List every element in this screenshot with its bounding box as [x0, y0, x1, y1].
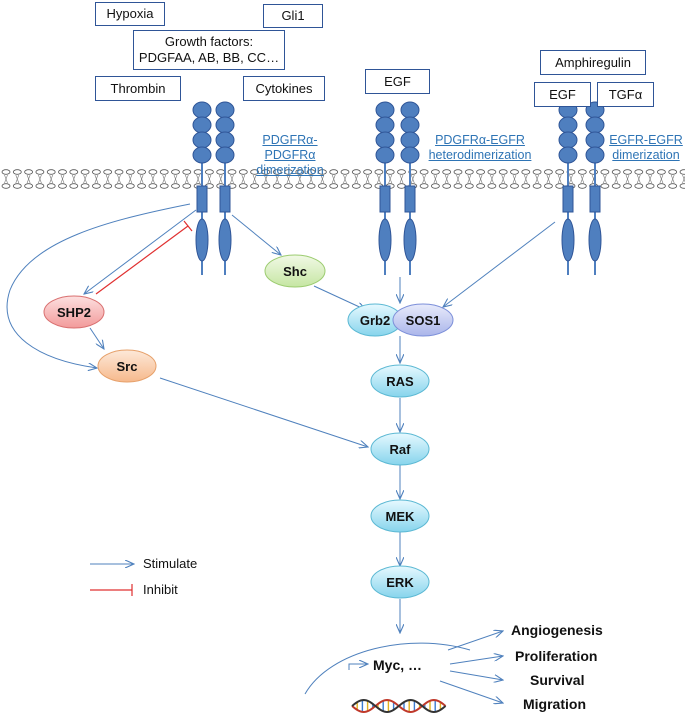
raf-node-shape — [370, 432, 430, 466]
erk-node-shape — [370, 565, 430, 599]
hetero-dimer-line2: heterodimerization — [428, 148, 532, 162]
sos1-label: SOS1 — [405, 312, 441, 328]
shp2-node-shape — [43, 295, 105, 329]
outcome-migration: Migration — [523, 696, 586, 712]
outcome-angiogenesis: Angiogenesis — [511, 622, 603, 638]
hypoxia-box: Hypoxia — [95, 2, 165, 26]
pdgfr-dimerization-link[interactable]: PDGFRα-PDGFRα dimerization — [238, 133, 342, 178]
arrow-pdgfr-shp2 — [84, 209, 197, 294]
gli1-label: Gli1 — [281, 8, 305, 23]
shc-node-shape — [264, 254, 326, 288]
growth-factors-line2: PDGFAA, AB, BB, CC… — [138, 50, 280, 65]
src-node-shape — [97, 349, 157, 383]
arrow-proliferation — [449, 656, 503, 665]
outcome-survival: Survival — [530, 672, 585, 688]
arrow-survival — [449, 670, 503, 680]
arrow-src-raf — [159, 377, 368, 447]
grb2-node: Grb2 — [348, 304, 402, 336]
egfr-dimer-line2: dimerization — [612, 148, 680, 162]
growth-factors-box: Growth factors: PDGFAA, AB, BB, CC… — [133, 30, 285, 70]
shp2-label: SHP2 — [57, 304, 91, 320]
inhibit-bar — [183, 220, 193, 232]
ras-node-shape — [370, 364, 430, 398]
hetero-dimerization-link[interactable]: PDGFRα-EGFR heterodimerization — [421, 133, 539, 163]
mek-node-shape — [370, 499, 430, 533]
arrow-egfr-sos1 — [443, 221, 556, 307]
egfr-dimer-line1: EGFR-EGFR — [609, 133, 683, 147]
dna-icon — [351, 698, 447, 714]
growth-factors-line1: Growth factors: — [164, 34, 254, 49]
cytokines-label: Cytokines — [255, 80, 313, 96]
stimulate-arrows — [6, 203, 556, 703]
arrow-pdgfr-shc — [231, 214, 281, 255]
egf-right-box: EGF — [534, 82, 591, 107]
outcome-proliferation: Proliferation — [515, 648, 598, 664]
arrow-pdgfr-src — [6, 203, 191, 368]
cytokines-box: Cytokines — [243, 76, 325, 101]
inhibit-shp2-pdgfr — [95, 225, 189, 295]
src-label: Src — [116, 358, 138, 374]
shp2-node: SHP2 — [44, 296, 104, 328]
mek-label: MEK — [385, 508, 415, 524]
arrow-migration — [439, 680, 503, 703]
egf-right-label: EGF — [549, 86, 576, 102]
inhibit-marks — [90, 220, 193, 596]
tgfa-box: TGFα — [597, 82, 654, 107]
thrombin-box: Thrombin — [95, 76, 181, 101]
pdgfr-dimer-line1: PDGFRα-PDGFRα — [262, 133, 318, 162]
transcription-arrow — [348, 664, 368, 670]
legend-inhibit-label: Inhibit — [143, 582, 178, 597]
arrow-shc-grb2 — [313, 285, 366, 310]
pdgfr-dimer-line2: dimerization — [256, 163, 324, 177]
grb2-label: Grb2 — [359, 312, 391, 328]
arrow-angiogenesis — [447, 631, 503, 651]
receptor-pdgfr-a1 — [192, 101, 212, 275]
ras-label: RAS — [386, 373, 414, 389]
thrombin-label: Thrombin — [110, 80, 166, 96]
egfr-dimerization-link[interactable]: EGFR-EGFR dimerization — [608, 133, 684, 163]
sos1-node: SOS1 — [393, 304, 453, 336]
mek-node: MEK — [371, 500, 429, 532]
hetero-dimer-line1: PDGFRα-EGFR — [435, 133, 525, 147]
receptor-egfr-3 — [585, 101, 605, 275]
legend-stimulate-label: Stimulate — [143, 556, 198, 571]
receptor-egfr-1 — [400, 101, 420, 275]
myc-label: Myc, … — [373, 657, 423, 673]
gli1-box: Gli1 — [263, 4, 323, 28]
raf-node: Raf — [371, 433, 429, 465]
amphiregulin-label: Amphiregulin — [555, 54, 631, 70]
arrow-shp2-src — [89, 327, 104, 349]
ras-node: RAS — [371, 365, 429, 397]
cell-membrane — [1, 169, 685, 189]
tgfa-label: TGFα — [608, 86, 643, 102]
receptor-pdgfr-a3 — [375, 101, 395, 275]
shc-node: Shc — [265, 255, 325, 287]
sos1-node-shape — [392, 303, 454, 337]
src-node: Src — [98, 350, 156, 382]
hypoxia-label: Hypoxia — [106, 6, 154, 21]
receptors — [192, 101, 605, 275]
egf-middle-label: EGF — [384, 73, 411, 89]
erk-node: ERK — [371, 566, 429, 598]
receptor-pdgfr-a2 — [215, 101, 235, 275]
amphiregulin-box: Amphiregulin — [540, 50, 646, 75]
raf-label: Raf — [389, 441, 411, 457]
nucleus-envelope — [304, 642, 471, 695]
shc-label: Shc — [283, 263, 307, 279]
erk-label: ERK — [386, 574, 414, 590]
egf-middle-box: EGF — [365, 69, 430, 94]
